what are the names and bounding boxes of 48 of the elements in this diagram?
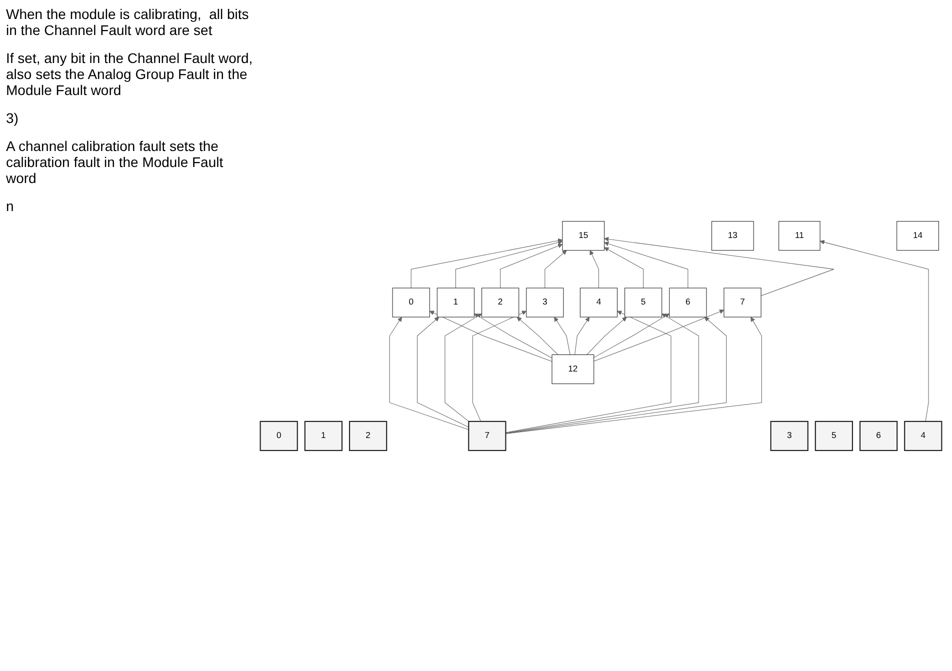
arrow: [455, 240, 563, 288]
bit-cell: 1: [436, 287, 474, 317]
arrow: [500, 243, 563, 288]
arrow: [590, 250, 599, 288]
bit-cell: 0: [392, 287, 430, 317]
bit-cell: 13: [711, 220, 754, 250]
arrow: [820, 240, 929, 422]
bit-cell: 15: [562, 220, 605, 250]
arrow: [505, 310, 672, 432]
arrow: [554, 316, 570, 355]
arrow: [594, 309, 724, 362]
arrow: [474, 313, 552, 358]
arrow: [544, 250, 567, 288]
bit-cell: 2: [348, 420, 388, 451]
arrow: [586, 316, 627, 355]
bit-cell: 7: [468, 420, 506, 451]
bit-cell: 2: [482, 287, 520, 317]
bit-cell: 12: [552, 354, 594, 384]
arrow: [444, 313, 482, 422]
arrow: [604, 241, 688, 288]
bit-cell: 11: [778, 220, 820, 250]
bit-cell: 5: [814, 420, 854, 451]
bit-cell: 0: [260, 420, 298, 451]
arrow: [429, 310, 552, 362]
arrow: [410, 238, 563, 288]
bit-cell: 7: [724, 287, 762, 317]
arrow: [594, 313, 670, 358]
bit-cell: 6: [859, 420, 898, 451]
arrow: [389, 316, 469, 430]
note-text: If set, any bit in the Channel Fault word, also sets the Analog Group Fault in the Module Fault word: [6, 50, 254, 98]
bit-cell: 3: [526, 287, 564, 317]
arrow: [604, 246, 644, 288]
arrow: [417, 316, 469, 427]
bit-cell: 5: [624, 287, 662, 317]
note-text: n: [6, 198, 15, 214]
bit-cell: 1: [304, 420, 343, 451]
bit-cell: 3: [770, 420, 808, 451]
arrow: [604, 236, 834, 296]
note-text: When the module is calibrating, all bits in the Channel Fault word are set: [6, 6, 250, 38]
bit-cell: 4: [904, 420, 942, 451]
bit-cell: 14: [896, 220, 939, 250]
bit-cell: 4: [580, 287, 618, 317]
arrow: [574, 316, 590, 355]
arrow: [472, 310, 527, 422]
note-text: A channel calibration fault sets the calibration fault in the Module Fault word: [6, 138, 224, 186]
note-text: 3): [6, 110, 20, 126]
bit-cell: 6: [669, 287, 707, 317]
arrow: [516, 316, 558, 355]
